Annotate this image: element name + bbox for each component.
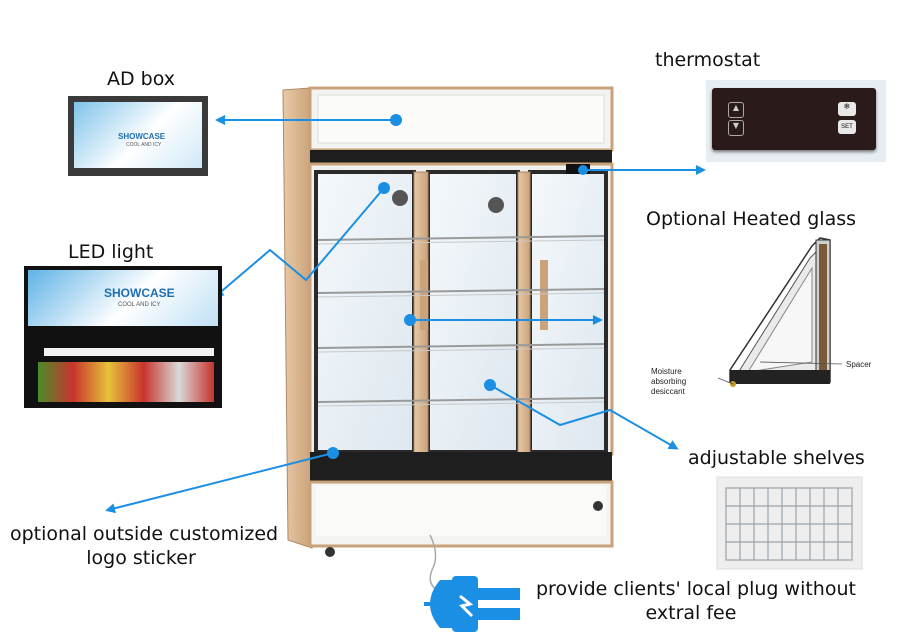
refrigerator: [282, 86, 614, 593]
label-heated-glass: Optional Heated glass: [646, 208, 857, 230]
glass-note-moisture: Moisture: [651, 367, 682, 376]
door-middle: [426, 170, 520, 454]
ad-box-sub-text: COOL AND ICY: [126, 142, 162, 148]
down-arrow-icon: ▼: [728, 120, 744, 136]
label-plug-line1: provide clients' local plug without: [536, 578, 856, 600]
thermostat-photo: ▲ ▼ ❄ SET: [706, 80, 886, 162]
label-thermostat: thermostat: [655, 49, 761, 71]
ad-box-photo: SHOWCASE COOL AND ICY: [68, 96, 208, 176]
label-logo-sticker-line1: optional outside customized: [10, 523, 279, 545]
label-logo-sticker-line2: logo sticker: [86, 547, 196, 569]
snowflake-icon: ❄: [838, 102, 856, 116]
led-sub-text: COOL AND ICY: [118, 302, 161, 308]
heated-glass-diagram: Moisture absorbing desiccant Spacer: [651, 237, 872, 396]
shelves: [317, 235, 605, 403]
label-plug-line2: extral fee: [645, 602, 737, 624]
led-light-photo: SHOWCASE COOL AND ICY: [24, 266, 222, 408]
thermostat-display: [566, 164, 590, 174]
glass-note-desiccant: desiccant: [651, 387, 686, 396]
door-left: [314, 170, 416, 454]
label-ad-box: AD box: [107, 68, 176, 90]
plug-icon: [424, 576, 520, 632]
label-adjustable-shelves: adjustable shelves: [688, 447, 865, 469]
set-button-text: SET: [838, 120, 856, 134]
glass-note-spacer: Spacer: [846, 360, 872, 369]
ad-box-showcase-text: SHOWCASE: [118, 132, 166, 141]
up-arrow-icon: ▲: [728, 102, 744, 118]
shelf-photo: [716, 476, 863, 570]
glass-note-absorbing: absorbing: [651, 377, 686, 386]
label-led-light: LED light: [68, 241, 154, 263]
led-showcase-text: SHOWCASE: [104, 286, 175, 300]
callout-arrows: [105, 114, 706, 514]
door-handle: [517, 171, 531, 458]
